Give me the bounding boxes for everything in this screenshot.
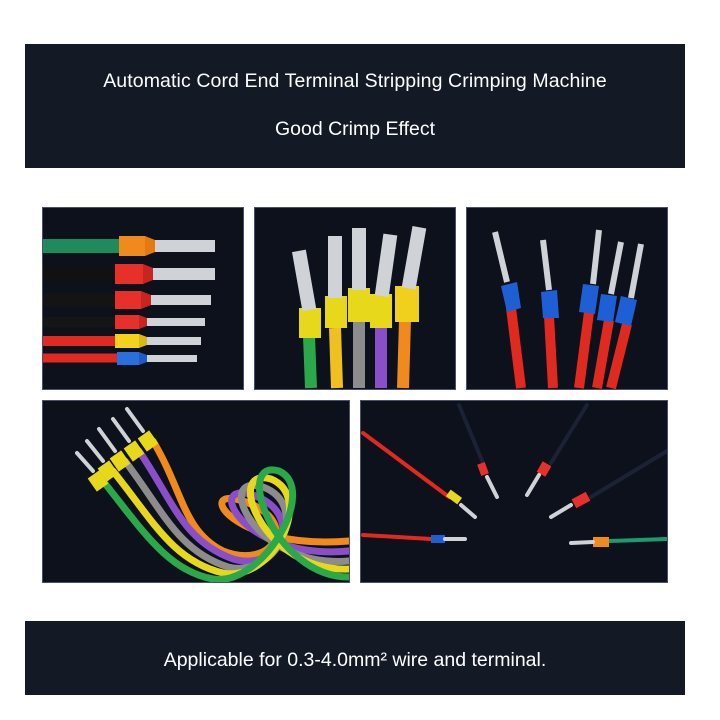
horizontal-ferrules-photo (42, 207, 244, 390)
footer-text: Applicable for 0.3-4.0mm² wire and termi… (163, 649, 547, 671)
footer-banner: Applicable for 0.3-4.0mm² wire and termi… (25, 621, 685, 695)
header-banner: Automatic Cord End Terminal Stripping Cr… (25, 44, 685, 168)
radial-wires-photo (360, 400, 668, 583)
header-title: Automatic Cord End Terminal Stripping Cr… (103, 70, 607, 92)
knotted-wires-photo (42, 400, 350, 583)
vertical-blue-ferrules-photo (466, 207, 668, 390)
header-subtitle: Good Crimp Effect (274, 118, 436, 140)
vertical-colored-ferrules-photo (254, 207, 456, 390)
